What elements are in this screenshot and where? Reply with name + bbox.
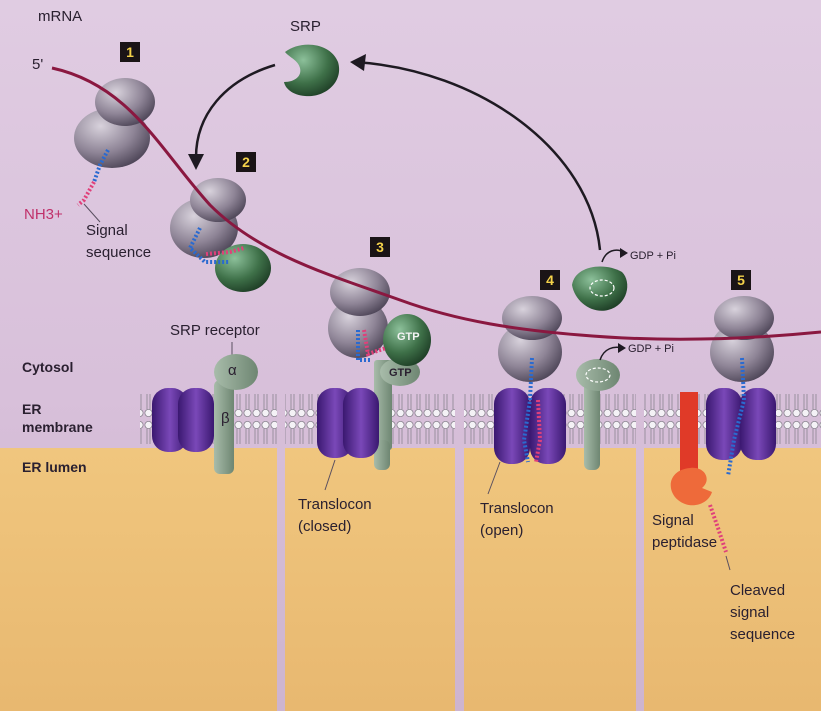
step-badge-1: 1	[120, 42, 140, 62]
translocon-open-label-2: (open)	[480, 522, 524, 539]
mrna-strand	[51, 66, 821, 341]
translocon-step-1	[152, 388, 214, 452]
cleaved-signal-label-1: Cleaved	[730, 582, 786, 599]
srp-receptor-step-1	[214, 354, 258, 474]
step-badge-4: 4	[540, 270, 560, 290]
er-membrane-label-2: membrane	[22, 419, 93, 435]
signal-peptidase	[670, 467, 712, 506]
srp-bound-step-3	[383, 314, 431, 366]
mrna-label: mRNA	[38, 8, 83, 25]
signal-sequence-label-1: Signal	[86, 222, 128, 239]
srp-bind-arrowhead	[188, 154, 204, 170]
translocon-closed-leader	[324, 459, 336, 491]
alpha-label: α	[228, 362, 237, 379]
cleaved-signal-label-3: sequence	[730, 626, 796, 643]
gtp-label-srp: GTP	[397, 331, 420, 343]
srp-bind-arrow	[194, 63, 276, 161]
srp-receptor-label: SRP receptor	[170, 322, 260, 339]
translocon-open-label-1: Translocon	[480, 500, 554, 517]
srp-label: SRP	[290, 18, 321, 35]
srp-free	[284, 44, 340, 97]
er-membrane-label-1: ER	[22, 401, 42, 417]
cleaved-signal-leader	[725, 555, 731, 571]
srp-return-arrow	[354, 60, 602, 251]
signal-peptidase-anchor	[680, 392, 698, 472]
signal-leader	[83, 203, 101, 223]
ribosome-step-2	[170, 178, 246, 258]
translocon-closed-label-1: Translocon	[298, 496, 372, 513]
srp-return-arrowhead	[350, 54, 366, 71]
srp-released-gtp-site	[589, 279, 615, 297]
ribosome-step-1	[74, 78, 155, 168]
signal-peptidase-label-1: Signal	[652, 512, 694, 529]
gdp-pi-label-2: GDP + Pi	[628, 343, 674, 355]
signal-peptidase-label-2: peptidase	[652, 534, 718, 551]
nh3-label: NH3+	[24, 206, 63, 223]
cytosol-label: Cytosol	[22, 359, 74, 375]
srp-released-step-4	[572, 266, 628, 311]
nascent-chains	[76, 149, 747, 553]
signal-sequence-label-2: sequence	[86, 244, 152, 261]
beta-label: β	[221, 410, 230, 427]
translocon-open-leader	[487, 461, 501, 495]
cleaved-signal-label-2: signal	[730, 604, 770, 621]
step-badge-3: 3	[370, 237, 390, 257]
step-badge-2: 2	[236, 152, 256, 172]
translocon-closed-label-2: (closed)	[298, 518, 352, 535]
srp-bound-step-2	[215, 244, 271, 292]
er-lumen-label: ER lumen	[22, 459, 87, 475]
translocon-step-3	[317, 388, 379, 458]
five-prime-label: 5'	[32, 56, 44, 73]
gtp-label-receptor: GTP	[389, 367, 412, 379]
srp-receptor-step-4	[576, 359, 620, 470]
gdp-pi-label-1: GDP + Pi	[630, 250, 676, 262]
er-lumen-panels	[0, 448, 821, 711]
step-badge-5: 5	[731, 270, 751, 290]
